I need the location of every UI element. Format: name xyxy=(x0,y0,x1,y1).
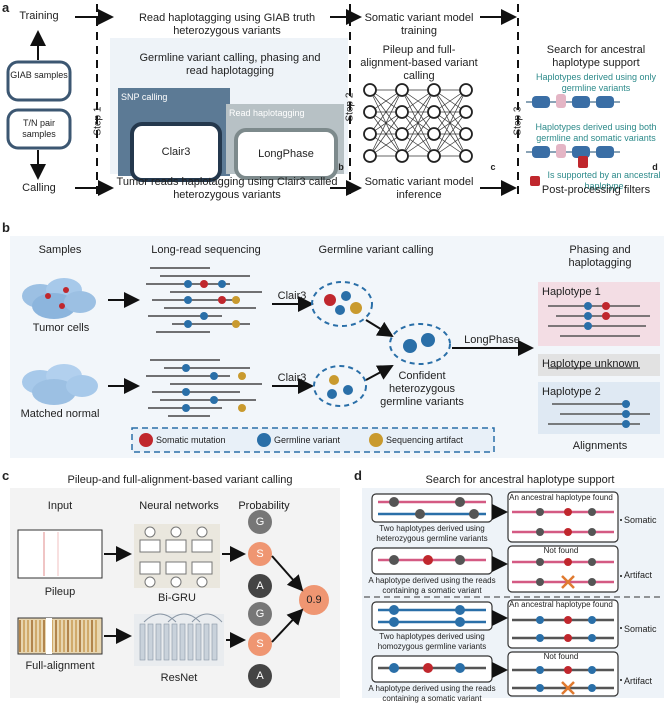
resnet-label: ResNet xyxy=(160,672,198,684)
sub-d: d xyxy=(652,162,658,172)
somatic-a-label: Somatic xyxy=(624,515,657,525)
notfound-b-label: Not found xyxy=(543,652,579,661)
sub-b: b xyxy=(338,162,344,172)
panel-b-graphics xyxy=(10,236,664,458)
neural-header: Neural networks xyxy=(139,500,219,512)
somatic-inference-label: Somatic variant model inference xyxy=(364,176,474,201)
sub-c: c xyxy=(490,162,496,172)
clair3-top-label: Clair3 xyxy=(277,290,307,302)
prob-a1: A xyxy=(256,580,264,592)
germline-box-title: Germline variant calling, phasing and re… xyxy=(139,52,321,77)
two-het-label: Two haplotypes derived using heterozygou… xyxy=(376,524,488,543)
reads-graphics xyxy=(146,267,262,417)
one-somatic-b-label: A haplotype derived using the reads cont… xyxy=(368,684,496,703)
confident-label: Confident heterozygous germline variants xyxy=(380,370,464,408)
haplotype2-label: Haplotype 2 xyxy=(542,386,601,398)
probability-header: Probability xyxy=(238,500,290,512)
matched-normal-label: Matched normal xyxy=(20,408,100,420)
prob-g2: G xyxy=(255,608,265,620)
panel-b-letter: b xyxy=(2,220,10,235)
tumor-haplotagging: Tumor reads haplotagging using Clair3 ca… xyxy=(116,176,338,201)
step3-label: Step 3 xyxy=(512,106,524,136)
post-filters-label: Post-processing filters xyxy=(541,184,651,196)
legend-somatic: Somatic mutation xyxy=(156,435,226,445)
search-title: Search for ancestral haplotype support xyxy=(546,44,646,69)
panel-a-graphics xyxy=(6,4,620,200)
phasing-header: Phasing and haplotagging xyxy=(568,244,632,269)
panel-c-title: Pileup-and full-alignment-based variant … xyxy=(67,474,293,486)
haplotype-graphics xyxy=(548,302,650,428)
germline-calling-header: Germline variant calling xyxy=(318,244,434,256)
pileup-title: Pileup and full-alignment-based variant … xyxy=(360,44,478,82)
read-haplotagging-label: Read haplotagging xyxy=(229,108,305,118)
snp-calling-label: SNP calling xyxy=(121,92,168,102)
prob-a2: A xyxy=(256,670,264,682)
prob-output: 0.9 xyxy=(306,594,322,606)
panel-d-title: Search for ancestral haplotype support xyxy=(425,474,615,486)
somatic-training-label: Somatic variant model training xyxy=(364,12,474,37)
tumor-cells-label: Tumor cells xyxy=(32,322,90,334)
prob-s2: S xyxy=(256,638,264,650)
legend-artifact: Sequencing artifact xyxy=(386,435,464,445)
neural-net-diagram xyxy=(363,83,473,163)
haplotype-unknown-label: Haplotype unknown xyxy=(542,358,639,370)
longphase-label: LongPhase xyxy=(258,148,314,160)
artifact-b-label: Artifact xyxy=(624,676,653,686)
samples-header: Samples xyxy=(38,244,82,256)
prob-g1: G xyxy=(255,516,265,528)
notfound-a-label: Not found xyxy=(543,546,579,555)
clair3-label: Clair3 xyxy=(161,146,191,158)
panel-a-letter: a xyxy=(2,0,10,15)
panel-c-graphics xyxy=(10,488,340,698)
longphase-b-label: LongPhase xyxy=(464,334,520,346)
one-somatic-a-label: A haplotype derived using the reads cont… xyxy=(368,576,496,595)
panel-d-graphics xyxy=(362,488,664,698)
bigru-label: Bi-GRU xyxy=(158,592,196,604)
long-read-header: Long-read sequencing xyxy=(151,244,261,256)
haplotype1-label: Haplotype 1 xyxy=(542,286,601,298)
alignments-label: Alignments xyxy=(572,440,628,452)
tn-samples-label: T/N pair samples xyxy=(22,118,56,139)
hap-both: Haplotypes derived using both germline a… xyxy=(535,122,657,143)
input-header: Input xyxy=(47,500,73,512)
calling-label: Calling xyxy=(22,182,56,194)
read-haplotagging-giab: Read haplotagging using GIAB truth heter… xyxy=(138,12,316,37)
giab-samples-label: GIAB samples xyxy=(10,70,68,80)
pileup-label: Pileup xyxy=(44,586,76,598)
panel-d-letter: d xyxy=(354,468,362,483)
step2-label: Step 2 xyxy=(344,92,356,122)
panel-c-letter: c xyxy=(2,468,10,483)
found-a-label: An ancestral haplotype found xyxy=(509,493,613,502)
prob-s1: S xyxy=(256,548,264,560)
clair3-bottom-label: Clair3 xyxy=(277,372,307,384)
supported-label: Is supported by an ancestral haplotype xyxy=(547,170,661,191)
training-label: Training xyxy=(19,10,59,22)
hap-germline-only: Haplotypes derived using only germline v… xyxy=(535,72,657,93)
full-alignment-label: Full-alignment xyxy=(25,660,95,672)
step1-label: Step 1 xyxy=(92,106,104,136)
found-b-label: An ancestral haplotype found xyxy=(509,600,613,609)
somatic-b-label: Somatic xyxy=(624,624,657,634)
two-hom-label: Two haplotypes derived using homozygous … xyxy=(377,632,487,651)
artifact-a-label: Artifact xyxy=(624,570,653,580)
legend-germline: Germline variant xyxy=(274,435,341,445)
